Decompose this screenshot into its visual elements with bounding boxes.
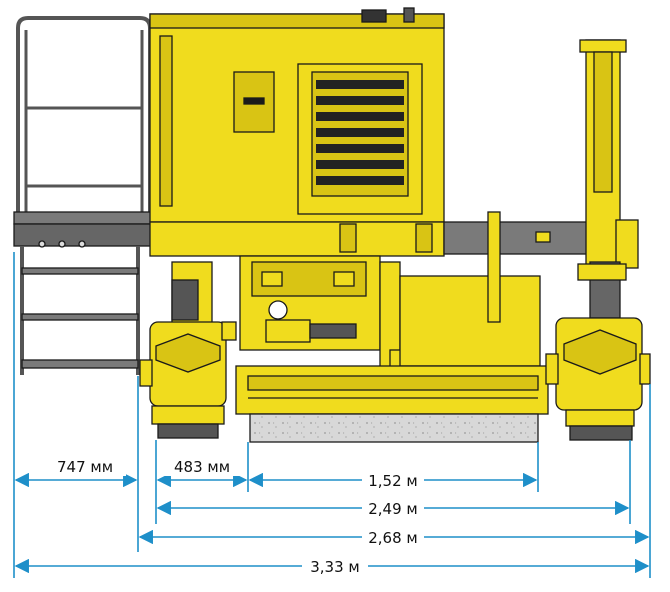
label-ladder-offset: 747 мм bbox=[57, 458, 113, 476]
label-track-center-width: 2,49 м bbox=[368, 500, 417, 518]
radiator-grille bbox=[316, 80, 404, 185]
engine-housing bbox=[149, 7, 445, 257]
left-track-unit bbox=[139, 321, 237, 439]
concrete-slab bbox=[249, 413, 539, 443]
label-track-offset: 483 мм bbox=[174, 458, 230, 476]
telescopic-frame bbox=[443, 39, 639, 319]
label-track-outer-width: 2,68 м bbox=[368, 529, 417, 547]
platform-ladder bbox=[13, 16, 165, 375]
label-overall-width: 3,33 м bbox=[310, 558, 359, 576]
label-slab-width: 1,52 м bbox=[368, 472, 417, 490]
dimension-labels: 747 мм 483 мм 1,52 м 2,49 м 2,68 м 3,33 … bbox=[44, 456, 424, 576]
machine-illustration bbox=[13, 7, 651, 443]
paving-mould bbox=[235, 365, 549, 415]
right-track-unit bbox=[545, 317, 651, 441]
central-assembly bbox=[171, 211, 541, 391]
